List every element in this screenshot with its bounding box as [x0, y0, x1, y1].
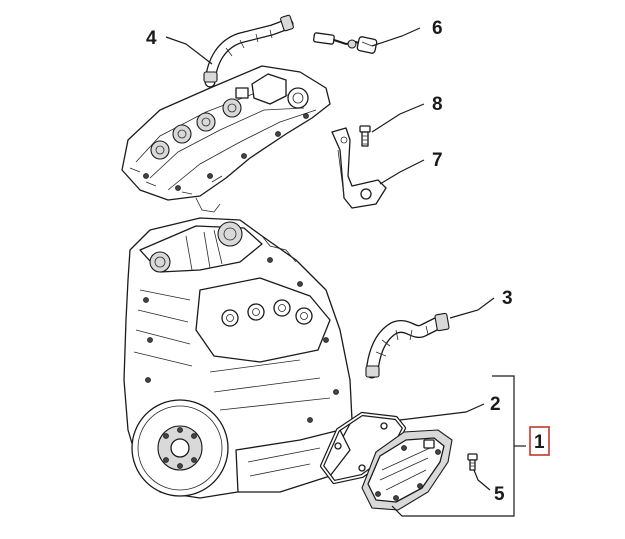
callout-6: 6	[432, 18, 443, 39]
breather-hose-icon	[365, 312, 450, 379]
callout-7: 7	[432, 150, 443, 171]
gasket-icon	[319, 411, 407, 485]
callout-2-label: 2	[490, 394, 501, 415]
callout-1: 1	[529, 426, 550, 456]
callout-8-label: 8	[432, 94, 443, 115]
vent-hose-icon	[203, 14, 294, 88]
callout-5-label: 5	[494, 484, 505, 505]
oil-separator-assembly-icon	[361, 429, 453, 511]
callout-5: 5	[494, 484, 505, 505]
callout-3: 3	[502, 288, 513, 309]
callout-4: 4	[146, 28, 157, 49]
callout-1-highlight-box	[529, 426, 550, 456]
bolt-icon	[359, 125, 371, 147]
callout-7-label: 7	[432, 150, 443, 171]
leader-lines	[165, 27, 526, 517]
screw-icon	[467, 453, 478, 471]
callout-3-label: 3	[502, 288, 513, 309]
callout-2: 2	[490, 394, 501, 415]
bracket-icon	[331, 127, 387, 209]
callout-4-label: 4	[146, 28, 157, 49]
cylinder-head-cover	[121, 65, 331, 213]
sensor-connector-icon	[313, 32, 378, 54]
callout-1-label: 1	[534, 432, 545, 453]
callout-6-label: 6	[432, 18, 443, 39]
callout-8: 8	[432, 94, 443, 115]
engine-block	[123, 217, 353, 499]
